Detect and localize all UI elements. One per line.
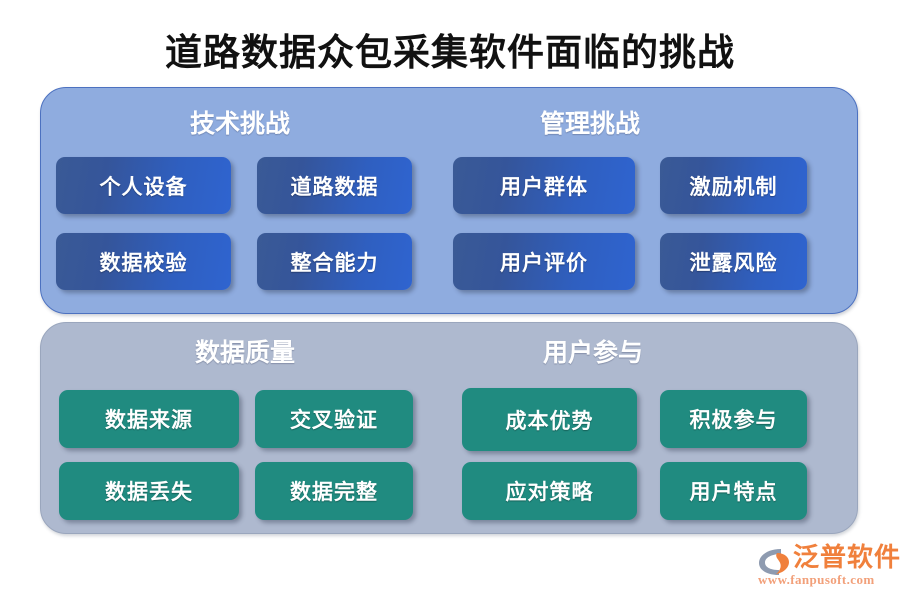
chip-technical-data-validation[interactable]: 数据校验	[56, 233, 231, 290]
chip-technical-personal-device[interactable]: 个人设备	[56, 157, 231, 214]
chip-management-leak-risk[interactable]: 泄露风险	[660, 233, 807, 290]
page-title: 道路数据众包采集软件面临的挑战	[165, 33, 735, 74]
chip-engagement-cost-advantage[interactable]: 成本优势	[462, 388, 637, 451]
brand-url: www.fanpusoft.com	[758, 572, 875, 587]
chip-quality-data-loss[interactable]: 数据丢失	[59, 462, 239, 520]
chip-engagement-active-participation[interactable]: 积极参与	[660, 390, 807, 448]
chip-management-incentive-mechanism[interactable]: 激励机制	[660, 157, 807, 214]
chip-quality-data-integrity[interactable]: 数据完整	[255, 462, 413, 520]
fanpu-logo-mark	[759, 549, 789, 575]
section-heading-user-engagement: 用户参与	[542, 340, 643, 367]
chip-engagement-user-traits[interactable]: 用户特点	[660, 462, 807, 520]
chip-quality-data-source[interactable]: 数据来源	[59, 390, 239, 448]
chip-engagement-response-strategy[interactable]: 应对策略	[462, 462, 637, 520]
section-heading-technical-challenge: 技术挑战	[189, 111, 290, 138]
chip-technical-integration-capability[interactable]: 整合能力	[257, 233, 412, 290]
chip-technical-road-data[interactable]: 道路数据	[257, 157, 412, 214]
section-heading-management-challenge: 管理挑战	[539, 111, 640, 138]
brand-name: 泛普软件	[793, 543, 900, 572]
chip-management-user-review[interactable]: 用户评价	[453, 233, 635, 290]
section-heading-data-quality: 数据质量	[194, 340, 295, 367]
chip-quality-cross-validation[interactable]: 交叉验证	[255, 390, 413, 448]
chip-management-user-group[interactable]: 用户群体	[453, 157, 635, 214]
brand-logo: 泛普软件 www.fanpusoft.com	[757, 543, 900, 589]
